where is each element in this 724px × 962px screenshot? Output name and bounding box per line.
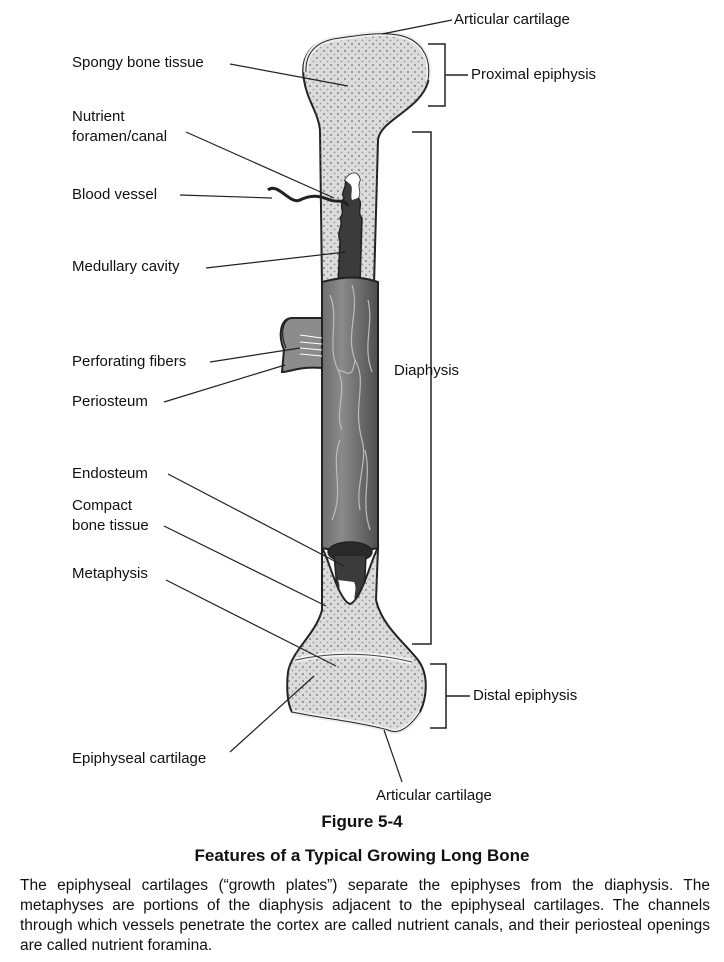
label-endosteum: Endosteum bbox=[72, 464, 148, 484]
label-nutrient-foramen-line1: Nutrient bbox=[72, 107, 125, 127]
leader-articular-bottom bbox=[384, 730, 402, 782]
label-medullary-cavity: Medullary cavity bbox=[72, 257, 180, 277]
label-periosteum: Periosteum bbox=[72, 392, 148, 412]
label-metaphysis: Metaphysis bbox=[72, 564, 148, 584]
leader-articular-top bbox=[382, 20, 452, 34]
brackets bbox=[392, 44, 470, 728]
figure-number: Figure 5-4 bbox=[0, 812, 724, 832]
label-articular-cartilage-bottom: Articular cartilage bbox=[376, 786, 492, 806]
label-epiphyseal-cartilage: Epiphyseal cartilage bbox=[72, 749, 206, 769]
leader-metaphysis bbox=[166, 580, 336, 666]
label-articular-cartilage-top: Articular cartilage bbox=[454, 10, 570, 30]
diaphysis-shape bbox=[322, 278, 378, 552]
label-distal-epiphysis: Distal epiphysis bbox=[473, 686, 577, 706]
proximal-epiphysis-shape bbox=[303, 33, 429, 285]
periosteum-flap bbox=[281, 318, 322, 372]
figure-title: Features of a Typical Growing Long Bone bbox=[0, 846, 724, 866]
label-compact-bone-line1: Compact bbox=[72, 496, 132, 516]
label-perforating-fibers: Perforating fibers bbox=[72, 352, 186, 372]
figure-caption: The epiphyseal cartilages (“growth plate… bbox=[20, 876, 710, 956]
label-blood-vessel: Blood vessel bbox=[72, 185, 157, 205]
label-spongy-bone: Spongy bone tissue bbox=[72, 53, 204, 73]
label-nutrient-foramen-line2: foramen/canal bbox=[72, 127, 167, 147]
leader-nutrient bbox=[186, 132, 334, 198]
label-compact-bone-line2: bone tissue bbox=[72, 516, 149, 536]
diaphysis-bracket bbox=[412, 132, 431, 644]
label-proximal-epiphysis: Proximal epiphysis bbox=[471, 65, 596, 85]
leader-endosteum bbox=[168, 474, 344, 566]
leader-compact bbox=[164, 526, 326, 606]
leader-blood-vessel bbox=[180, 195, 272, 198]
label-diaphysis: Diaphysis bbox=[394, 361, 459, 381]
distal-epiphysis-bracket bbox=[430, 664, 446, 728]
